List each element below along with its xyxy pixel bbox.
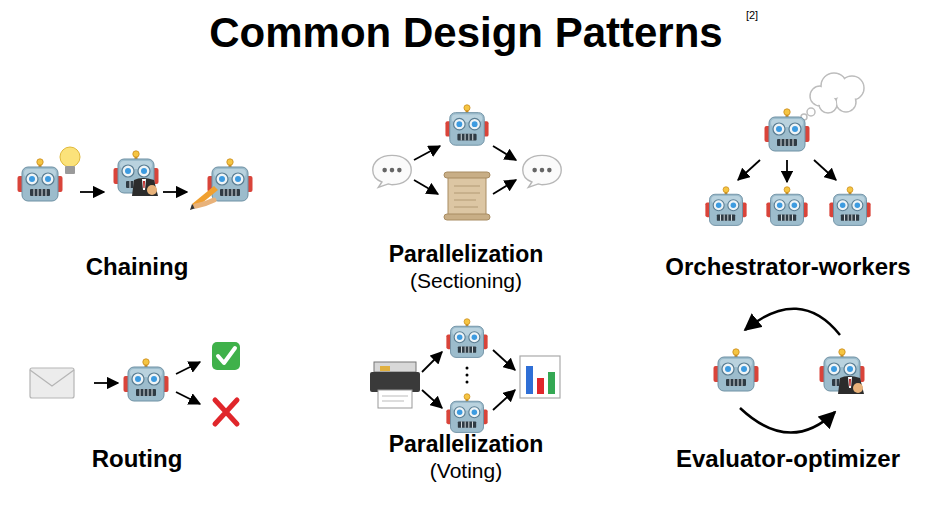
sectioning-icons: [373, 105, 562, 220]
pattern-name: Orchestrator-workers: [665, 254, 910, 280]
voting-icons: [370, 319, 560, 433]
pattern-variant: (Voting): [430, 459, 502, 482]
diagram-title: Common Design Patterns: [209, 10, 722, 56]
pattern-name: Parallelization: [389, 432, 544, 457]
pattern-name: Evaluator-optimizer: [676, 446, 900, 472]
evaluator-icons: [714, 309, 865, 433]
orchestrator-icons: [705, 73, 870, 225]
pattern-name: Parallelization: [389, 242, 544, 267]
reference-mark: [2]: [746, 9, 758, 21]
chaining-icons: [18, 147, 253, 210]
pattern-name: Chaining: [86, 254, 189, 280]
routing-icons: [30, 342, 240, 424]
pattern-name: Routing: [92, 446, 183, 472]
pattern-variant: (Sectioning): [410, 269, 522, 292]
